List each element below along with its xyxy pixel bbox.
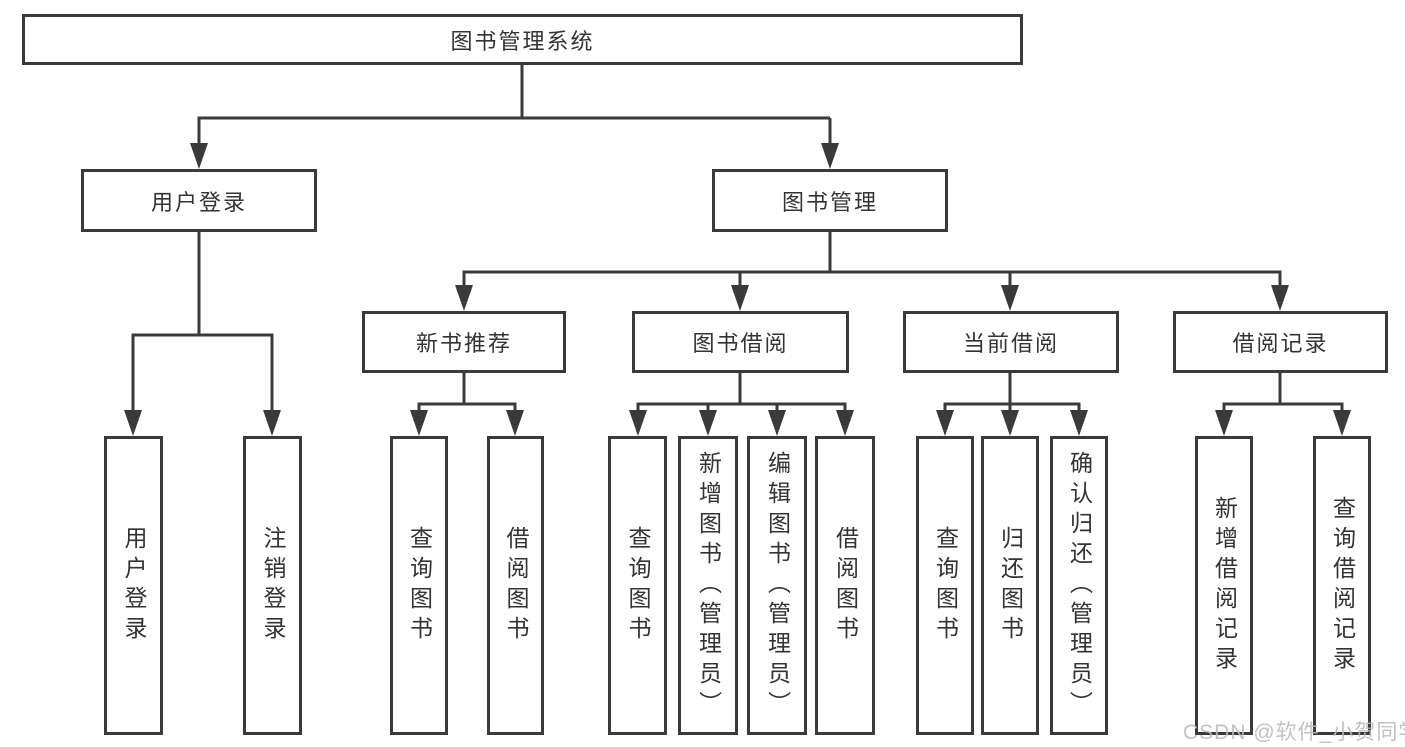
leaf-add-borrow-record-label: 新增借阅记录 [1211, 495, 1238, 676]
leaf-add-book-admin: 新增图书（管理员） [678, 436, 738, 735]
leaf-add-book-admin-label: 新增图书（管理员） [695, 450, 722, 721]
leaf-edit-book-admin: 编辑图书（管理员） [747, 436, 807, 735]
leaf-query-books-recommend: 查询图书 [390, 436, 448, 735]
connector-new-book-children [417, 373, 517, 414]
node-root: 图书管理系统 [22, 14, 1023, 65]
leaf-return-books-label: 归还图书 [997, 525, 1024, 646]
leaf-confirm-return-admin-label: 确认归还（管理员） [1066, 450, 1093, 721]
connector-borrow-records-children [1222, 373, 1344, 414]
leaf-borrow-books-recommend-label: 借阅图书 [503, 525, 529, 646]
connector-user-login-children [131, 231, 274, 415]
arrowheads-book-management-children [455, 285, 1289, 311]
leaf-borrow-books-recommend: 借阅图书 [487, 436, 544, 735]
leaf-edit-book-admin-label: 编辑图书（管理员） [764, 450, 791, 721]
leaf-query-borrow-record-label: 查询借阅记录 [1329, 495, 1356, 676]
leaf-logout-login: 注销登录 [243, 436, 302, 735]
node-borrow-records: 借阅记录 [1173, 311, 1388, 373]
arrowheads-new-book-children [410, 410, 524, 436]
node-book-management-label: 图书管理 [781, 189, 878, 215]
arrowheads-book-borrow-children [629, 410, 854, 436]
leaf-borrow-books-label: 借阅图书 [832, 525, 859, 646]
arrowheads-level1 [190, 143, 839, 169]
arrowheads-current-borrow-children [936, 410, 1088, 436]
leaf-return-books: 归还图书 [981, 436, 1039, 735]
node-book-management: 图书管理 [712, 169, 948, 232]
leaf-add-borrow-record: 新增借阅记录 [1195, 436, 1253, 735]
arrowheads-user-login-children [124, 410, 281, 436]
leaf-query-books-borrow-label: 查询图书 [625, 525, 651, 646]
connector-root-to-level1 [197, 65, 832, 145]
node-new-book-recommend: 新书推荐 [362, 311, 566, 373]
leaf-confirm-return-admin: 确认归还（管理员） [1050, 436, 1108, 735]
node-root-label: 图书管理系统 [450, 28, 595, 54]
leaf-query-books-borrow: 查询图书 [608, 436, 667, 735]
node-user-login-label: 用户登录 [150, 189, 247, 215]
node-new-book-recommend-label: 新书推荐 [415, 331, 512, 356]
connector-current-borrow-children [943, 373, 1081, 414]
leaf-query-books-current: 查询图书 [916, 436, 974, 735]
leaf-query-books-recommend-label: 查询图书 [406, 525, 433, 646]
leaf-borrow-books: 借阅图书 [815, 436, 875, 735]
leaf-query-borrow-record: 查询借阅记录 [1313, 436, 1371, 735]
node-book-borrow-label: 图书借阅 [692, 331, 789, 356]
node-current-borrow: 当前借阅 [903, 311, 1119, 373]
leaf-user-login-label: 用户登录 [121, 525, 147, 646]
node-current-borrow-label: 当前借阅 [962, 331, 1059, 356]
node-book-borrow: 图书借阅 [632, 311, 849, 373]
node-user-login: 用户登录 [81, 169, 317, 232]
arrowheads-borrow-records-children [1215, 410, 1351, 436]
leaf-user-login: 用户登录 [104, 436, 163, 735]
node-borrow-records-label: 借阅记录 [1232, 331, 1329, 356]
connector-book-borrow-children [636, 373, 847, 414]
connector-book-management-children [462, 231, 1282, 290]
leaf-logout-login-label: 注销登录 [260, 525, 286, 646]
csdn-watermark: CSDN @软件_小贺同学 [1183, 721, 1405, 744]
leaf-query-books-current-label: 查询图书 [932, 525, 959, 646]
